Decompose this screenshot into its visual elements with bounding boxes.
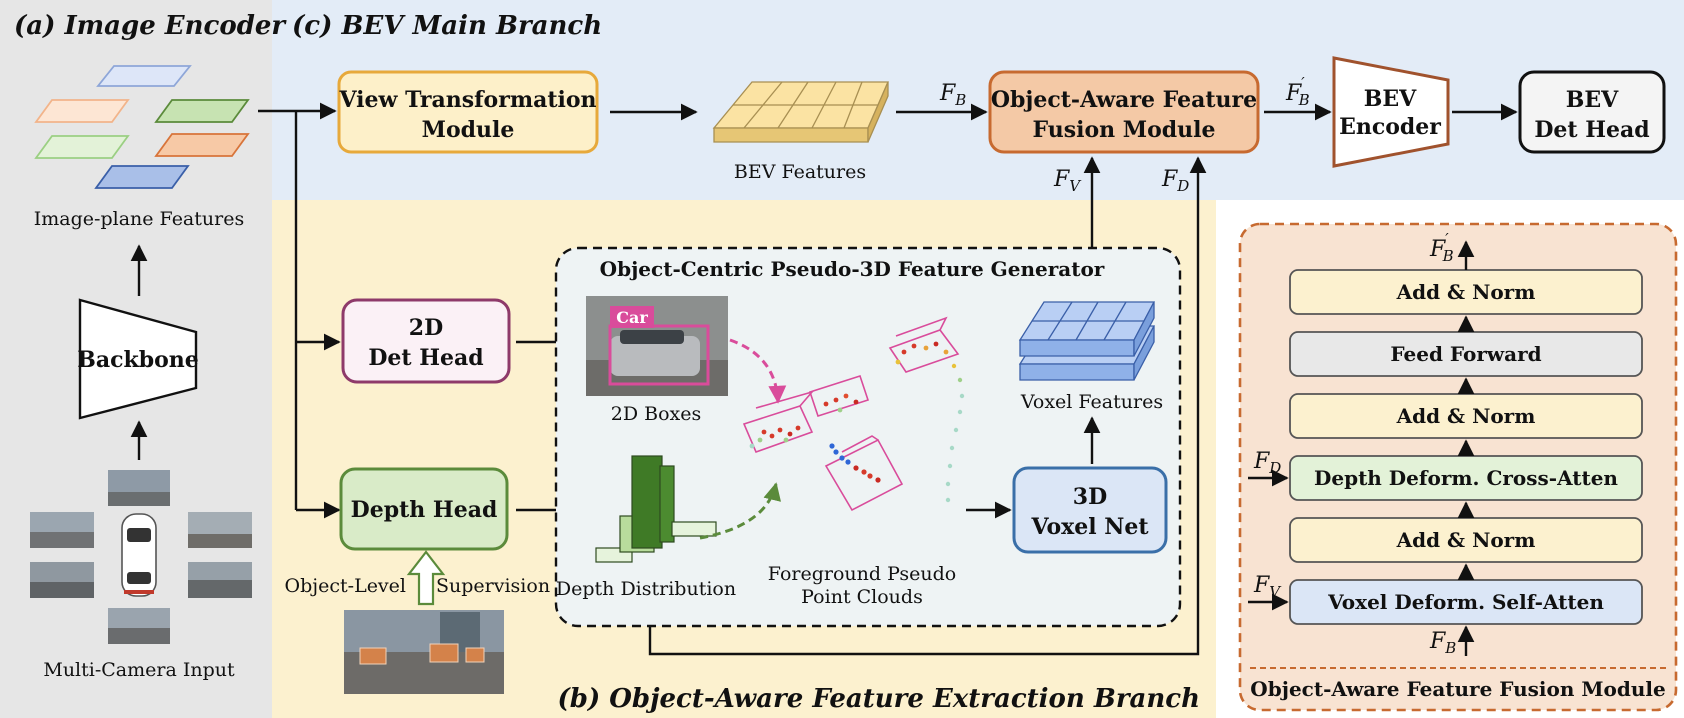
supervision-arrow-icon — [406, 550, 446, 606]
green-dashed-arrow — [699, 482, 781, 540]
depth-distribution-label: Depth Distribution — [556, 578, 736, 600]
bev-encoder-trapezoid — [1332, 56, 1450, 168]
pseudo-point-clouds-label-line1: Foreground Pseudo — [768, 563, 956, 585]
arrow-depth-distribution-to-fusion — [648, 156, 1207, 656]
image-plane-features-icon — [34, 65, 250, 189]
2d-boxes-label: 2D Boxes — [611, 403, 701, 425]
view-transformation-label-line2: Module — [422, 117, 515, 143]
fusion-layer-add-norm-1-label: Add & Norm — [1396, 528, 1536, 552]
depth-head — [339, 467, 509, 551]
backbone-label: Backbone — [77, 347, 199, 373]
voxel-net-label-line1: 3D — [1073, 484, 1107, 510]
bev-encoder-label-line2: Encoder — [1339, 114, 1441, 140]
foreground-pseudo-point-clouds — [742, 316, 960, 512]
bev-det-head-label-line1: BEV — [1566, 87, 1619, 113]
depth-distribution-chart — [595, 455, 717, 563]
fusion-layer-add-norm-2-label: Add & Norm — [1396, 404, 1536, 428]
fusion-caption: Object-Aware Feature Fusion Module — [1250, 677, 1665, 701]
bev-det-head — [1518, 70, 1666, 154]
fusion-layer-feed-forward-label: Feed Forward — [1390, 342, 1541, 366]
ego-car-icon — [121, 513, 157, 597]
fusion-layer-stack: Add & Norm Feed Forward Add & Norm Depth… — [1289, 269, 1643, 625]
fv-symbol: FV — [1053, 167, 1082, 195]
voxel-features-icon — [1018, 301, 1156, 381]
supervision-label-right: Supervision — [436, 575, 550, 597]
object-aware-branch-title: (b) Object-Aware Feature Extraction Bran… — [557, 684, 1200, 714]
depth-head-label: Depth Head — [351, 497, 498, 523]
image-encoder-title: (a) Image Encoder — [14, 11, 287, 41]
2d-det-head — [341, 298, 511, 384]
supervision-label-left: Object-Level — [285, 575, 407, 597]
supervision-image — [344, 610, 504, 694]
point-cloud-dots — [749, 341, 965, 503]
view-transformation-label-line1: View Transformation — [338, 87, 596, 113]
fusion-layer-add-norm-3-label: Add & Norm — [1396, 280, 1536, 304]
fusion-module-label-line2: Fusion Module — [1032, 117, 1215, 143]
2d-det-head-label-line1: 2D — [409, 315, 443, 341]
2d-det-head-label-line2: Det Head — [368, 345, 483, 371]
fusion-layer-voxel-self-atten-label: Voxel Deform. Self-Atten — [1327, 590, 1604, 614]
pink-dashed-arrow — [729, 338, 787, 404]
2d-boxes-image: Car — [586, 296, 728, 396]
fd-symbol: FD — [1161, 167, 1189, 195]
3d-voxel-net — [1012, 466, 1168, 554]
fusion-module-label-line1: Object-Aware Feature — [991, 87, 1257, 113]
bev-features-caption: BEV Features — [734, 161, 866, 183]
bev-features-grid-icon — [712, 81, 889, 143]
image-plane-features-label: Image-plane Features — [34, 208, 244, 230]
object-aware-fusion-module — [988, 70, 1260, 154]
bev-encoder-label-line1: BEV — [1364, 86, 1417, 112]
multi-camera-images — [30, 470, 252, 644]
fusion-layer-depth-cross-atten-label: Depth Deform. Cross-Atten — [1314, 466, 1618, 490]
voxel-net-label-line2: Voxel Net — [1030, 514, 1149, 540]
bev-det-head-label-line2: Det Head — [1534, 117, 1649, 143]
backbone-trapezoid — [78, 298, 198, 420]
car-tag: Car — [616, 308, 648, 327]
multi-camera-input-label: Multi-Camera Input — [43, 659, 235, 681]
view-transformation-module — [337, 70, 599, 154]
fusion-stack-arrows — [1248, 240, 1475, 656]
bev-main-branch-title: (c) BEV Main Branch — [292, 11, 602, 41]
generator-title: Object-Centric Pseudo-3D Feature Generat… — [600, 257, 1105, 281]
voxel-features-label: Voxel Features — [1020, 391, 1163, 413]
pseudo-point-clouds-label-line2: Point Clouds — [801, 586, 923, 608]
